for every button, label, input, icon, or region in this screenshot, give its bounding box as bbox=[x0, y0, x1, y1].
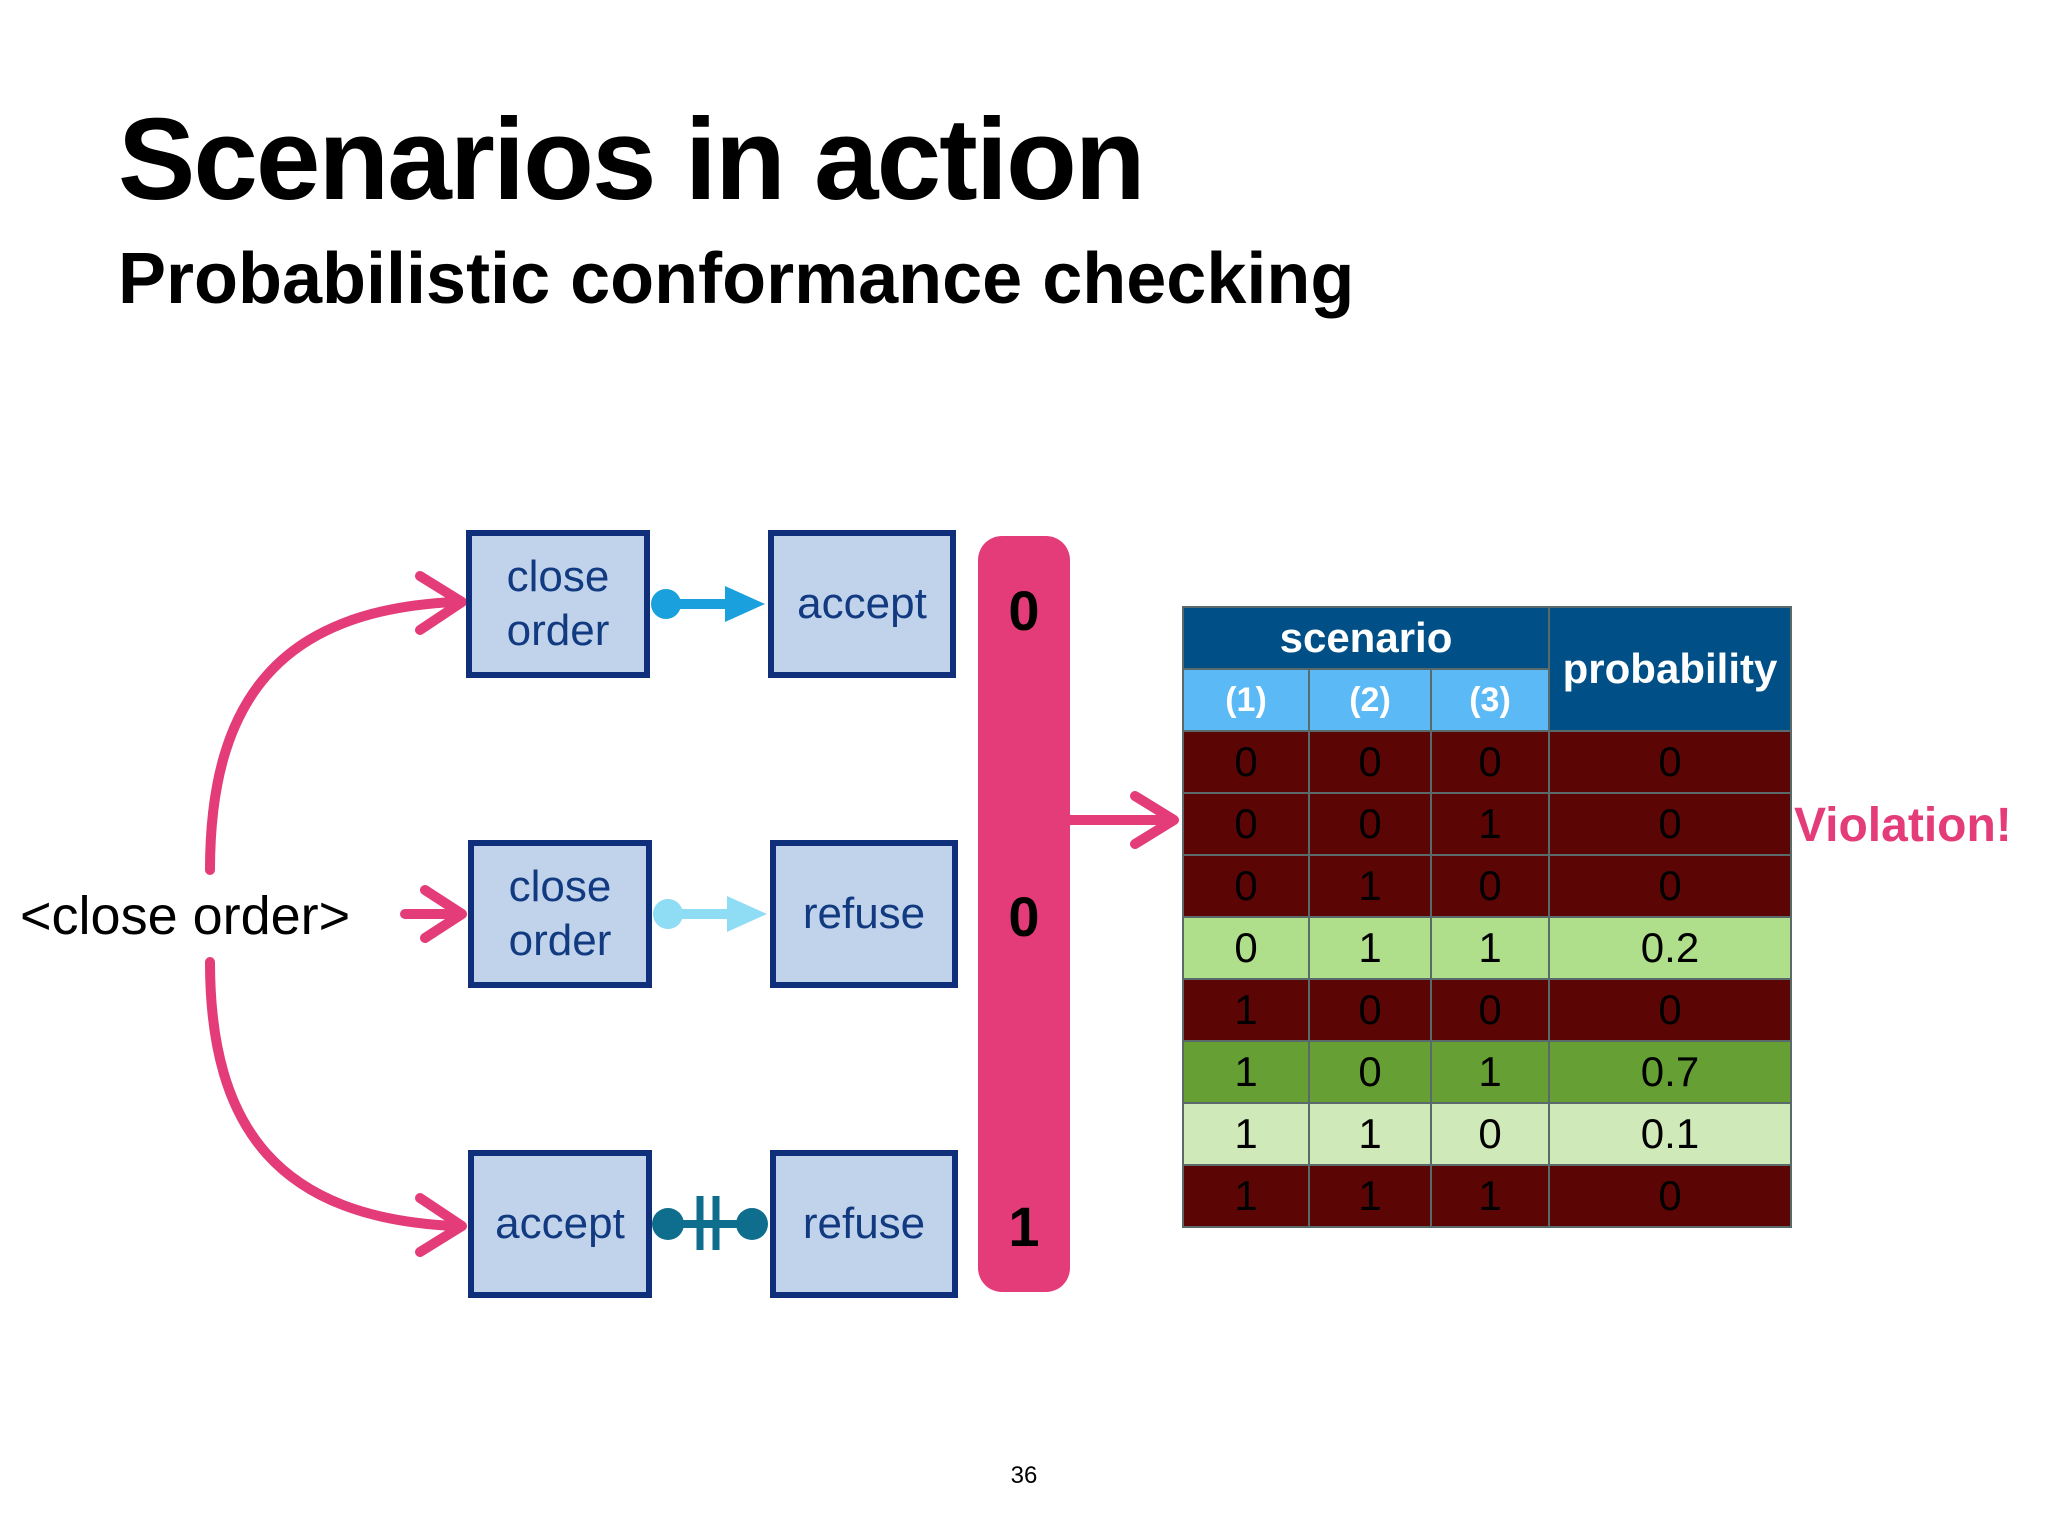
probability-cell: 0 bbox=[1548, 854, 1792, 918]
scenario-cell: 1 bbox=[1308, 916, 1432, 980]
arrowhead-result bbox=[1130, 791, 1179, 849]
scenario-cell: 1 bbox=[1308, 854, 1432, 918]
arrowhead-middle bbox=[420, 885, 467, 943]
branch-arrow-bottom bbox=[205, 957, 460, 1231]
scenario-group-header: scenario bbox=[1182, 606, 1550, 670]
input-event-label: <close order> bbox=[20, 886, 351, 946]
constraint-target-box: refuse bbox=[770, 1150, 958, 1298]
scenario-cell: 0 bbox=[1182, 792, 1310, 856]
constraint-target-box: accept bbox=[768, 530, 956, 678]
scenario-cell: 0 bbox=[1430, 978, 1550, 1042]
scenario-cell: 1 bbox=[1430, 1040, 1550, 1104]
slide-title: Scenarios in action bbox=[118, 94, 1146, 224]
constraint-source-box: accept bbox=[468, 1150, 652, 1298]
result-value: 0 bbox=[1008, 885, 1040, 948]
scenario-cell: 0 bbox=[1182, 730, 1310, 794]
probability-cell: 0.2 bbox=[1548, 916, 1792, 980]
result-value: 0 bbox=[1008, 579, 1040, 642]
constraint-source-box: close order bbox=[468, 840, 652, 988]
probability-cell: 0 bbox=[1548, 1164, 1792, 1228]
scenario-cell: 0 bbox=[1430, 730, 1550, 794]
scenario-cell: 1 bbox=[1430, 1164, 1550, 1228]
scenario-header: (1) bbox=[1182, 668, 1310, 732]
probability-cell: 0 bbox=[1548, 792, 1792, 856]
probability-cell: 0.7 bbox=[1548, 1040, 1792, 1104]
probability-cell: 0.1 bbox=[1548, 1102, 1792, 1166]
probability-header: probability bbox=[1548, 606, 1792, 732]
scenario-cell: 1 bbox=[1182, 978, 1310, 1042]
probability-cell: 0 bbox=[1548, 978, 1792, 1042]
scenario-header: (2) bbox=[1308, 668, 1432, 732]
probability-cell: 0 bbox=[1548, 730, 1792, 794]
light-response-connector bbox=[653, 896, 767, 932]
constraint-target-box: refuse bbox=[770, 840, 958, 988]
result-value: 1 bbox=[1008, 1195, 1040, 1258]
scenario-cell: 1 bbox=[1308, 1164, 1432, 1228]
scenario-cell: 1 bbox=[1182, 1102, 1310, 1166]
not-coexistence-connector bbox=[652, 1196, 768, 1250]
scenario-cell: 0 bbox=[1430, 854, 1550, 918]
response-connector bbox=[651, 586, 765, 622]
branch-arrow-top bbox=[205, 597, 460, 875]
scenario-cell: 0 bbox=[1308, 730, 1432, 794]
violation-label: Violation! bbox=[1794, 799, 2012, 852]
scenario-cell: 0 bbox=[1182, 916, 1310, 980]
arrowhead-bottom bbox=[415, 1193, 467, 1257]
page-number: 36 bbox=[1010, 1462, 1038, 1489]
scenario-cell: 0 bbox=[1182, 854, 1310, 918]
scenario-cell: 1 bbox=[1182, 1164, 1310, 1228]
scenario-cell: 0 bbox=[1308, 792, 1432, 856]
result-vector-bar bbox=[978, 536, 1070, 1292]
constraint-source-box: close order bbox=[466, 530, 650, 678]
scenario-cell: 1 bbox=[1308, 1102, 1432, 1166]
scenario-cell: 1 bbox=[1430, 916, 1550, 980]
scenario-cell: 0 bbox=[1430, 1102, 1550, 1166]
scenario-header: (3) bbox=[1430, 668, 1550, 732]
scenario-cell: 0 bbox=[1308, 1040, 1432, 1104]
slide-subtitle: Probabilistic conformance checking bbox=[118, 239, 1355, 319]
scenario-cell: 0 bbox=[1308, 978, 1432, 1042]
scenario-cell: 1 bbox=[1430, 792, 1550, 856]
scenario-cell: 1 bbox=[1182, 1040, 1310, 1104]
arrowhead-top bbox=[415, 571, 467, 635]
